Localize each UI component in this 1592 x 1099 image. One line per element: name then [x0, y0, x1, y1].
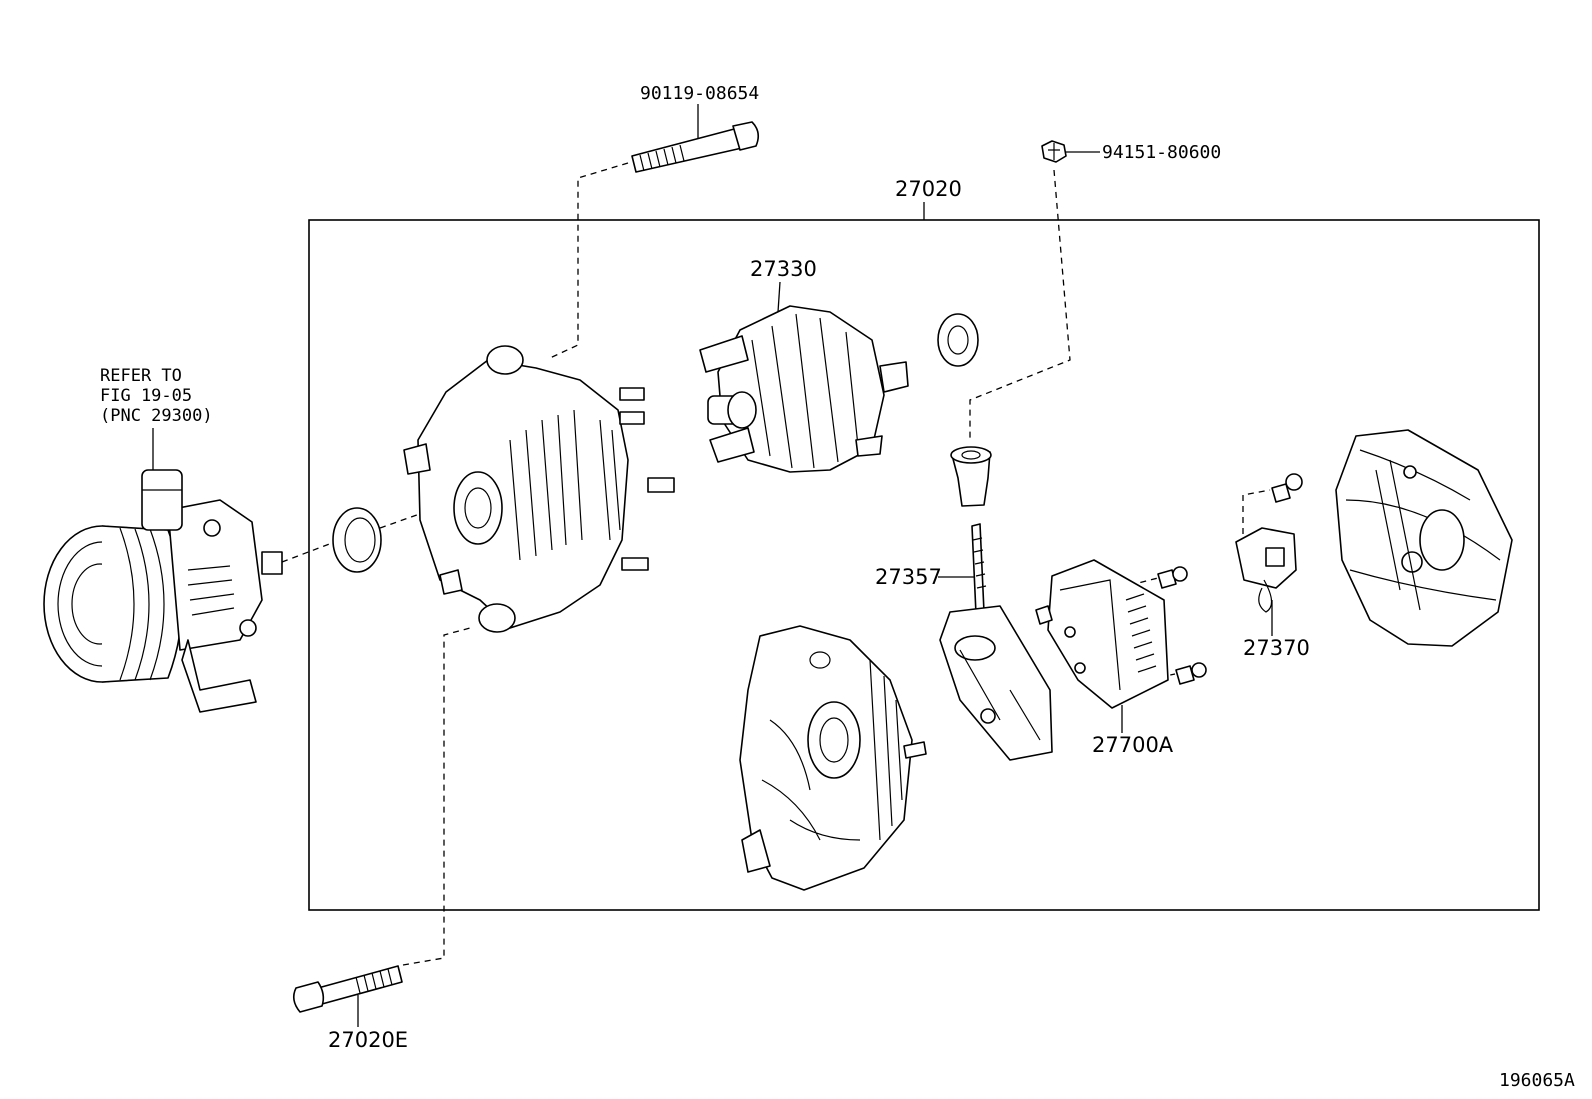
dashed-regulator-screw-1	[1118, 577, 1159, 589]
rear-cover[interactable]	[1335, 429, 1513, 647]
rectifier-end-frame[interactable]	[739, 625, 927, 891]
leader-27330	[777, 281, 781, 313]
dashed-bolt-top-path	[549, 162, 629, 359]
dashed-insulator-screw	[1242, 489, 1271, 545]
regulator-screw-2[interactable]	[1175, 662, 1207, 685]
dashed-pulley-shaft	[281, 539, 341, 563]
refer-note-line1: REFER TO	[100, 366, 182, 386]
rotor-27330[interactable]	[699, 305, 909, 473]
insulator-screw[interactable]	[1271, 473, 1303, 503]
bolt-27020E[interactable]	[292, 965, 403, 1013]
label-90119-08654[interactable]: 90119-08654	[640, 83, 759, 104]
refer-note-line2: FIG 19-05	[100, 386, 192, 406]
bolt-90119-08654[interactable]	[631, 121, 760, 173]
brush-holder-27357[interactable]	[939, 523, 1053, 761]
figure-code: 196065A	[1499, 1070, 1575, 1091]
nut-94151-80600[interactable]	[1041, 140, 1067, 163]
washer[interactable]	[937, 313, 979, 367]
label-27020[interactable]: 27020	[895, 177, 962, 201]
regulator-screw-1[interactable]	[1157, 566, 1188, 589]
label-27370[interactable]: 27370	[1243, 636, 1310, 660]
dashed-nut-path	[969, 169, 1071, 440]
terminal-bushing[interactable]	[950, 446, 992, 507]
terminal-insulator-27370[interactable]	[1235, 527, 1297, 613]
label-27330[interactable]: 27330	[750, 257, 817, 281]
pump-pulley-assembly[interactable]	[43, 469, 283, 713]
label-94151-80600[interactable]: 94151-80600	[1102, 142, 1221, 163]
label-27020E[interactable]: 27020E	[328, 1028, 408, 1052]
seal-ring[interactable]	[332, 507, 382, 573]
label-27700A[interactable]: 27700A	[1092, 733, 1174, 757]
label-27357[interactable]: 27357	[875, 565, 942, 589]
regulator-27700A[interactable]	[1035, 559, 1169, 709]
refer-note-line3: (PNC 29300)	[100, 406, 213, 426]
drive-end-frame[interactable]	[403, 345, 675, 633]
dashed-bolt-bottom-path	[402, 627, 471, 966]
